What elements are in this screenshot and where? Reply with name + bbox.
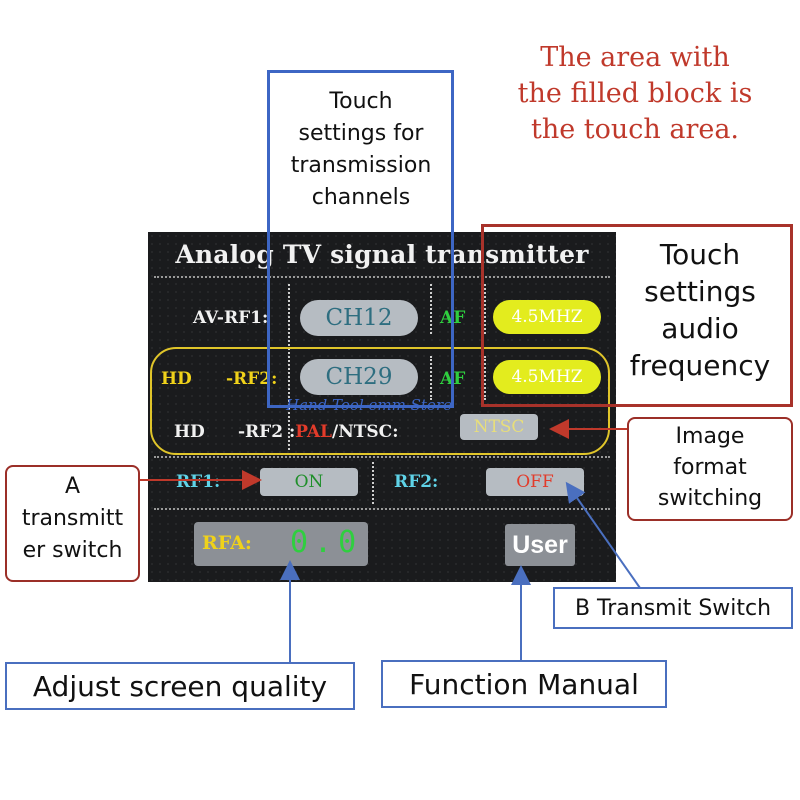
rf1-transmit-button[interactable]: ON [260,468,358,496]
separator [372,462,374,504]
channel-rf1-button[interactable]: CH12 [300,300,418,336]
format-line-1: Image [675,424,745,449]
note-line-2: the filled block is [517,78,753,109]
rfa-label: RFA: [202,532,252,554]
separator [154,276,610,278]
touch-area-note: The area with the filled block is the to… [500,40,770,148]
channel-rf2-button[interactable]: CH29 [300,359,418,395]
audio-line-4: frequency [629,349,771,382]
hd-label: HD [161,369,192,389]
rf2-prefix: -RF2 : [238,422,296,442]
user-manual-button[interactable]: User [505,524,575,566]
format-line-3: switching [657,486,763,511]
rf2-switch-label: RF2: [394,472,439,492]
format-line-2: format [673,455,747,480]
audio-line-1: Touch [659,238,741,271]
separator [430,356,432,400]
audio-line-2: settings [644,275,756,308]
channels-line-1: Touch [329,89,393,114]
separator [288,284,290,450]
a-switch-line-2: transmitt [21,506,124,531]
rf2-format-label: -RF2 :PAL/NTSC: [238,422,398,442]
channels-callout: Touch settings for transmission channels [272,86,450,214]
channels-line-3: transmission [290,153,432,178]
rfa-value: 0.0 [290,525,363,560]
a-switch-callout: A transmitt er switch [5,465,140,582]
separator [484,284,486,334]
channels-line-2: settings for [298,121,424,146]
screen-title: Analog TV signal transmitter [175,240,589,269]
audio-line-3: audio [661,312,739,345]
manual-callout: Function Manual [381,660,667,708]
b-switch-callout: B Transmit Switch [553,587,793,629]
ntsc-label: NTSC: [338,422,399,442]
slash-label: / [331,422,339,442]
a-switch-line-1: A [64,474,81,499]
rf2-label: -RF2: [226,369,278,389]
audio-callout: Touch settings audio frequency [618,236,782,384]
separator [484,356,486,400]
channels-line-4: channels [311,185,411,210]
separator [154,508,610,510]
audio-frequency-rf1-button[interactable]: 4.5MHZ [493,300,601,334]
separator [430,284,432,334]
format-callout: Image format switching [627,417,793,521]
quality-callout: Adjust screen quality [5,662,355,710]
note-line-1: The area with [540,42,730,73]
hd-rf2-group [150,347,610,455]
separator [154,456,610,458]
channel-touch-highlight [267,70,454,408]
image-format-button[interactable]: NTSC [460,414,538,440]
audio-frequency-rf2-button[interactable]: 4.5MHZ [493,360,601,394]
audio-touch-highlight [481,224,793,407]
screen-quality-button[interactable]: RFA: 0.0 [194,522,368,566]
rf1-switch-label: RF1: [176,472,221,492]
a-switch-line-3: er switch [22,538,123,563]
pal-label: PAL [295,422,332,442]
rf2-transmit-button[interactable]: OFF [486,468,584,496]
hd-label: HD [174,422,205,442]
note-line-3: the touch area. [530,114,740,145]
av-rf1-label: AV-RF1: [193,308,269,328]
